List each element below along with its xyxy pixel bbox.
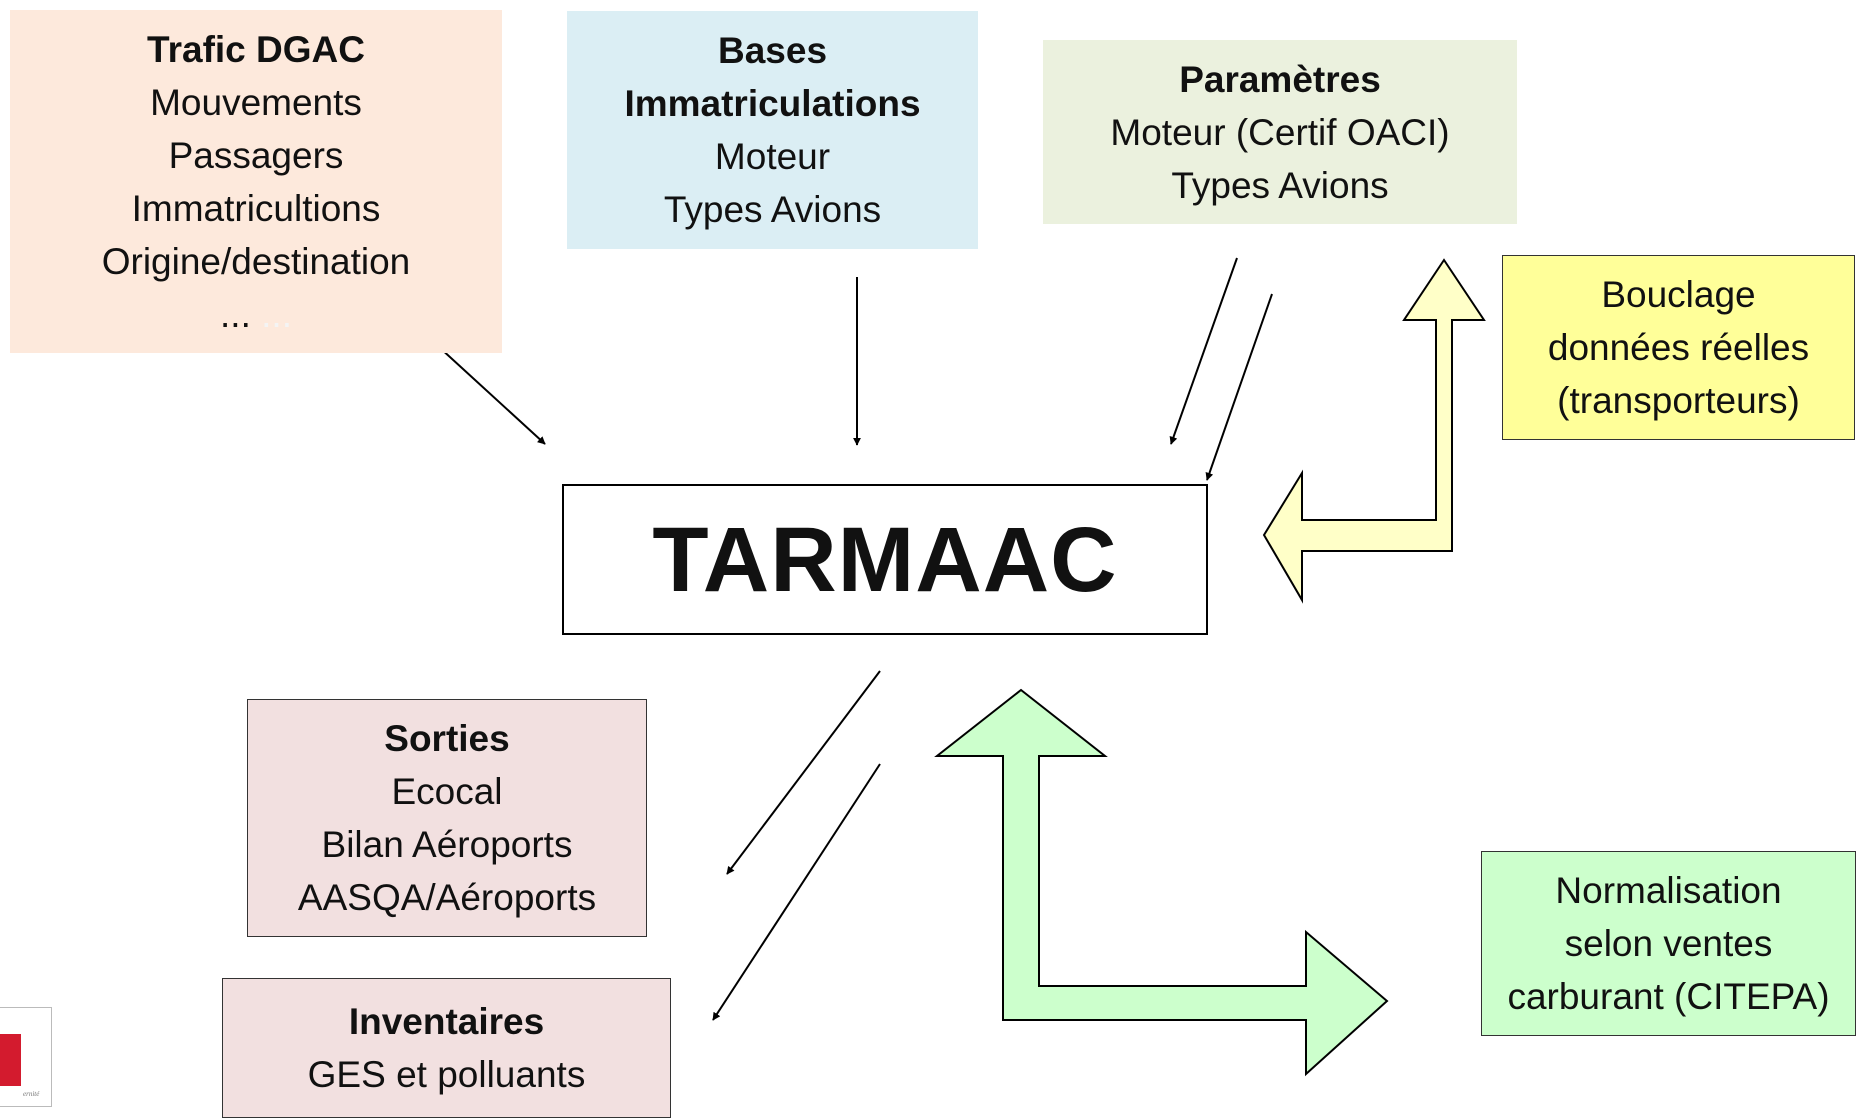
parametres-box: Paramètres Moteur (Certif OACI) Types Av… xyxy=(1043,40,1517,224)
logo-text: ernité xyxy=(23,1090,40,1098)
bases-line-types-avions: Types Avions xyxy=(663,189,882,230)
normalisation-line-2: selon ventes xyxy=(1564,923,1773,964)
sorties-title: Sorties xyxy=(384,718,510,759)
normalisation-line-3: carburant (CITEPA) xyxy=(1507,976,1830,1017)
trafic-dgac-title: Trafic DGAC xyxy=(147,28,365,70)
inventaires-line-ges: GES et polluants xyxy=(307,1054,586,1095)
trafic-ellipsis-faint: ... xyxy=(261,293,292,335)
normalisation-box: Normalisation selon ventes carburant (CI… xyxy=(1481,851,1856,1036)
tarmaac-title: TARMAAC xyxy=(652,508,1118,611)
trafic-line-ellipsis: ... ... xyxy=(220,288,292,341)
parametres-line-types-avions: Types Avions xyxy=(1171,164,1389,206)
arrow-parametres-to-tarmaac-1 xyxy=(1169,257,1238,445)
bouclage-feedback-arrow xyxy=(1262,258,1486,604)
bases-immatriculations-box: Bases Immatriculations Moteur Types Avio… xyxy=(567,11,978,249)
trafic-line-origine-destination: Origine/destination xyxy=(101,240,411,282)
bases-line-moteur: Moteur xyxy=(714,136,831,177)
normalisation-double-arrow xyxy=(934,688,1389,1077)
trafic-line-passagers: Passagers xyxy=(168,134,344,176)
tarmaac-box: TARMAAC xyxy=(562,484,1208,635)
trafic-dgac-box: Trafic DGAC Mouvements Passagers Immatri… xyxy=(10,10,502,353)
parametres-title: Paramètres xyxy=(1179,58,1381,100)
bases-title-line2: Immatriculations xyxy=(624,83,921,124)
logo-red-block xyxy=(0,1034,21,1086)
normalisation-line-1: Normalisation xyxy=(1555,870,1782,911)
bouclage-box: Bouclage données réelles (transporteurs) xyxy=(1502,255,1855,440)
trafic-ellipsis: ... xyxy=(220,293,251,335)
inventaires-box: Inventaires GES et polluants xyxy=(222,978,671,1118)
sorties-box: Sorties Ecocal Bilan Aéroports AASQA/Aér… xyxy=(247,699,647,937)
arrow-tarmaac-to-sorties xyxy=(726,670,881,875)
bouclage-line-3: (transporteurs) xyxy=(1557,380,1800,421)
bases-title-line1: Bases xyxy=(717,30,828,71)
trafic-line-mouvements: Mouvements xyxy=(150,81,362,123)
bouclage-line-2: données réelles xyxy=(1547,327,1810,368)
sorties-line-bilan-aeroports: Bilan Aéroports xyxy=(321,824,573,865)
sorties-line-ecocal: Ecocal xyxy=(391,771,503,812)
arrow-tarmaac-to-inventaires xyxy=(712,763,881,1021)
bouclage-line-1: Bouclage xyxy=(1601,274,1756,315)
inventaires-title: Inventaires xyxy=(348,1001,545,1042)
sorties-line-aasqa: AASQA/Aéroports xyxy=(297,877,597,918)
arrow-parametres-to-tarmaac-2 xyxy=(1205,293,1273,481)
parametres-line-moteur: Moteur (Certif OACI) xyxy=(1110,111,1450,153)
trafic-line-immatriculations: Immatricultions xyxy=(131,187,381,229)
institution-logo: ernité xyxy=(0,1007,52,1107)
